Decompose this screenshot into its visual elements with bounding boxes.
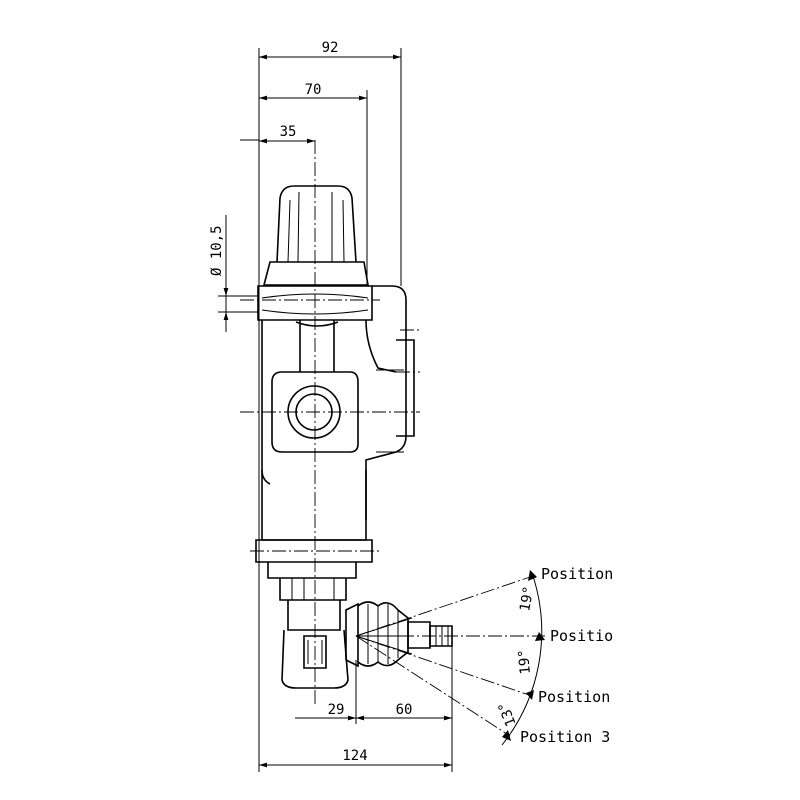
angle-upper: 19° bbox=[517, 585, 537, 613]
dim-29: 29 bbox=[328, 702, 345, 718]
center-lines bbox=[240, 140, 545, 737]
dim-70: 70 bbox=[305, 82, 322, 98]
valve-body bbox=[255, 185, 415, 689]
dimension-lines bbox=[218, 48, 545, 772]
position-label-top: Position bbox=[541, 565, 613, 583]
position-label-low: Position bbox=[538, 688, 610, 706]
dim-60: 60 bbox=[396, 702, 413, 718]
position-label-mid: Positio bbox=[550, 627, 613, 645]
dim-124: 124 bbox=[342, 748, 367, 764]
dim-92: 92 bbox=[322, 40, 339, 56]
angle-lower: 13° bbox=[495, 699, 519, 728]
angle-middle: 19° bbox=[516, 648, 534, 675]
dim-diameter: Ø 10,5 bbox=[209, 225, 225, 276]
position-label-3: Position 3 bbox=[520, 728, 610, 746]
dim-35: 35 bbox=[280, 124, 297, 140]
